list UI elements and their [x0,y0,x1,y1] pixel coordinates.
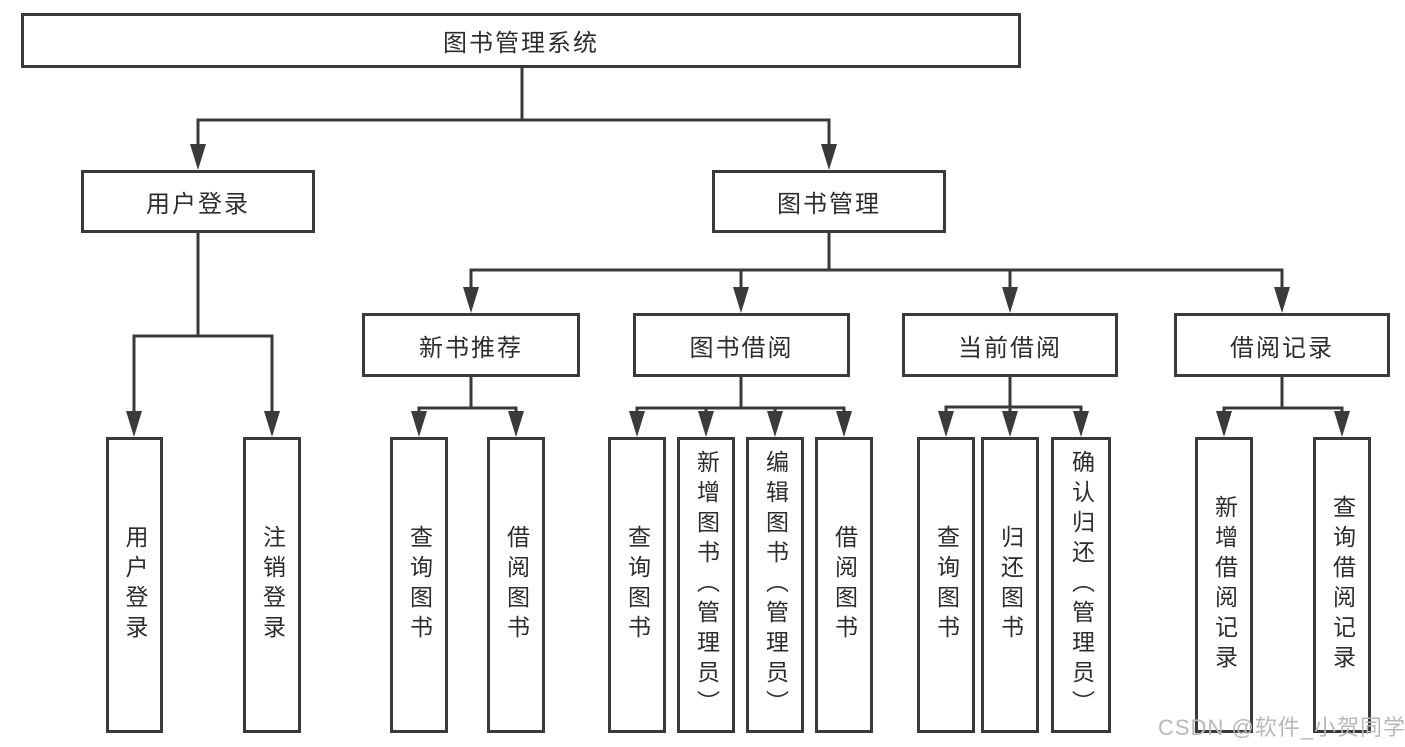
csdn-watermark: CSDN @软件_小贺同学 [1158,715,1405,740]
leaf-label: 归还图书 [997,525,1024,645]
node-leaf-add-books-admin: 新增图书（管理员） [677,437,735,733]
node-leaf-edit-books-admin: 编辑图书（管理员） [746,437,804,733]
leaf-label: 新增借阅记录 [1211,495,1238,675]
node-borrowing-records: 借阅记录 [1174,313,1390,377]
node-book-management: 图书管理 [712,170,946,233]
leaf-label: 新增图书（管理员） [693,450,720,720]
node-leaf-confirm-return-admin: 确认归还（管理员） [1051,437,1111,733]
node-user-login: 用户登录 [81,170,315,233]
node-leaf-query-borrow-record: 查询借阅记录 [1313,437,1371,733]
node-leaf-query-books-current: 查询图书 [917,437,975,733]
leaf-label: 确认归还（管理员） [1068,450,1095,720]
leaf-label: 注销登录 [259,525,286,645]
leaf-label: 查询图书 [406,525,433,645]
node-leaf-add-borrow-record: 新增借阅记录 [1195,437,1253,733]
leaf-label: 借阅图书 [831,525,858,645]
node-book-borrowing: 图书借阅 [633,313,850,377]
node-leaf-borrow-books-borrowing: 借阅图书 [815,437,873,733]
node-leaf-borrow-books-recommend: 借阅图书 [487,437,545,733]
node-leaf-return-books: 归还图书 [981,437,1039,733]
node-new-book-recommend: 新书推荐 [362,313,580,377]
leaf-label: 用户登录 [122,525,148,645]
node-current-borrowing: 当前借阅 [902,313,1118,377]
node-leaf-logout: 注销登录 [243,437,301,733]
leaf-label: 编辑图书（管理员） [762,450,789,720]
node-root: 图书管理系统 [21,13,1021,68]
leaf-label: 借阅图书 [503,525,530,645]
node-leaf-query-books-borrowing: 查询图书 [608,437,666,733]
leaf-label: 查询借阅记录 [1329,495,1356,675]
leaf-label: 查询图书 [933,525,960,645]
node-leaf-query-books-recommend: 查询图书 [390,437,448,733]
node-leaf-user-login: 用户登录 [106,437,163,733]
leaf-label: 查询图书 [624,525,651,645]
